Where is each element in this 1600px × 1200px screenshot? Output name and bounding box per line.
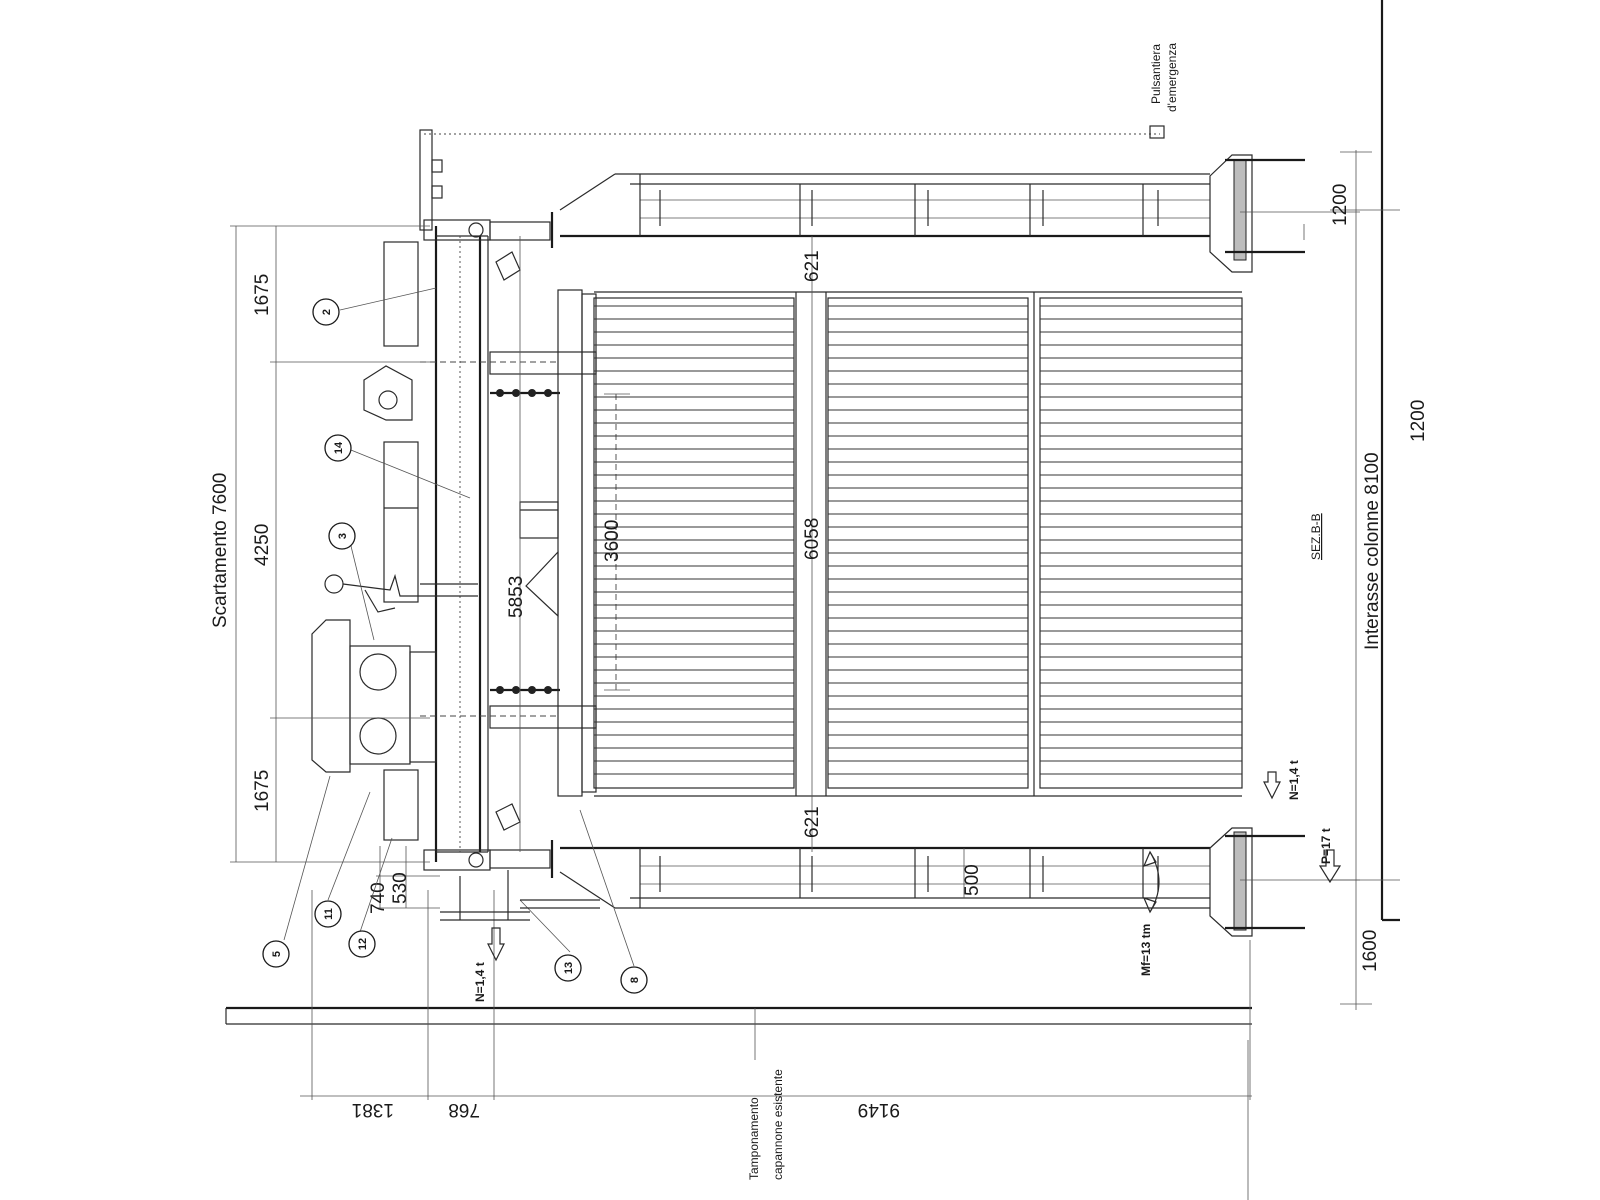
pendant-label-1: Pulsantiera: [1149, 44, 1163, 104]
label-scartamento: Scartamento 7600: [210, 473, 231, 628]
hoist-assemblies: [420, 251, 597, 831]
callout-12-circle: [348, 930, 376, 958]
foundation-top: [1209, 154, 1360, 273]
callout-13: 13: [563, 962, 575, 974]
label-tamponamento-1: Tamponamento: [747, 1097, 761, 1180]
callout-5-circle: [262, 940, 290, 968]
label-tamponamento-2: capannone esistente: [771, 1069, 785, 1180]
dim-6058: 6058: [802, 518, 823, 560]
label-section: SEZ.B-B: [1309, 513, 1323, 560]
dim-1675-bottom: 1675: [252, 770, 273, 812]
operator-figure: [324, 573, 478, 613]
load-arrows: [487, 771, 1342, 962]
callout-8: 8: [629, 977, 641, 983]
callout-2: 2: [321, 309, 333, 315]
dim-9149: 9149: [858, 1099, 900, 1120]
dim-1200-far: 1200: [1408, 400, 1429, 442]
bridge-girder: [383, 212, 554, 878]
callout-13-circle: [554, 954, 582, 982]
callout-2-circle: [312, 298, 340, 326]
callout-3-circle: [328, 522, 356, 550]
label-moment: Mf=13 tm: [1139, 924, 1153, 976]
dim-621-top: 621: [802, 250, 823, 282]
callout-11: 11: [323, 908, 335, 920]
callout-5: 5: [271, 951, 283, 957]
callout-14-circle: [324, 434, 352, 462]
dimension-lines: [230, 150, 1400, 1100]
dim-5853: 5853: [506, 576, 527, 618]
dim-1600: 1600: [1360, 930, 1381, 972]
label-interasse: Interasse colonne 8100: [1362, 452, 1383, 650]
dim-740: 740: [368, 882, 389, 914]
callout-3: 3: [337, 533, 349, 539]
dim-1381: 1381: [352, 1099, 394, 1120]
existing-building-wall: [225, 1006, 1252, 1060]
dim-500: 500: [962, 864, 983, 896]
lifting-beam: [519, 289, 630, 797]
pendant-label-2: d'emergenza: [1165, 43, 1179, 112]
callout-11-circle: [314, 900, 342, 928]
label-load-n-top: N=1,4 t: [1287, 760, 1301, 800]
grated-load-panels: [593, 291, 1243, 797]
dim-4250: 4250: [252, 524, 273, 566]
label-load-n-bottom: N=1,4 t: [473, 962, 487, 1002]
dim-3600: 3600: [602, 520, 623, 562]
border-frame: [1247, 0, 1400, 1200]
dim-530: 530: [390, 872, 411, 904]
emergency-pendant: [419, 125, 1165, 231]
callout-14: 14: [333, 441, 345, 454]
access-ladder: [440, 870, 600, 921]
callout-8-circle: [620, 966, 648, 994]
label-load-p: P=17 t: [1319, 828, 1333, 864]
foundation-bottom: [1209, 827, 1360, 937]
dim-1200-right: 1200: [1330, 184, 1351, 226]
dim-621-bottom: 621: [802, 806, 823, 838]
trolley-drive-unit: [311, 365, 437, 773]
callout-12: 12: [357, 938, 369, 950]
gantry-columns: [559, 173, 1210, 909]
dim-768: 768: [448, 1099, 480, 1120]
callouts: 2 14 3 5 11 12 13 8: [262, 287, 648, 994]
dim-1675-top: 1675: [252, 274, 273, 316]
